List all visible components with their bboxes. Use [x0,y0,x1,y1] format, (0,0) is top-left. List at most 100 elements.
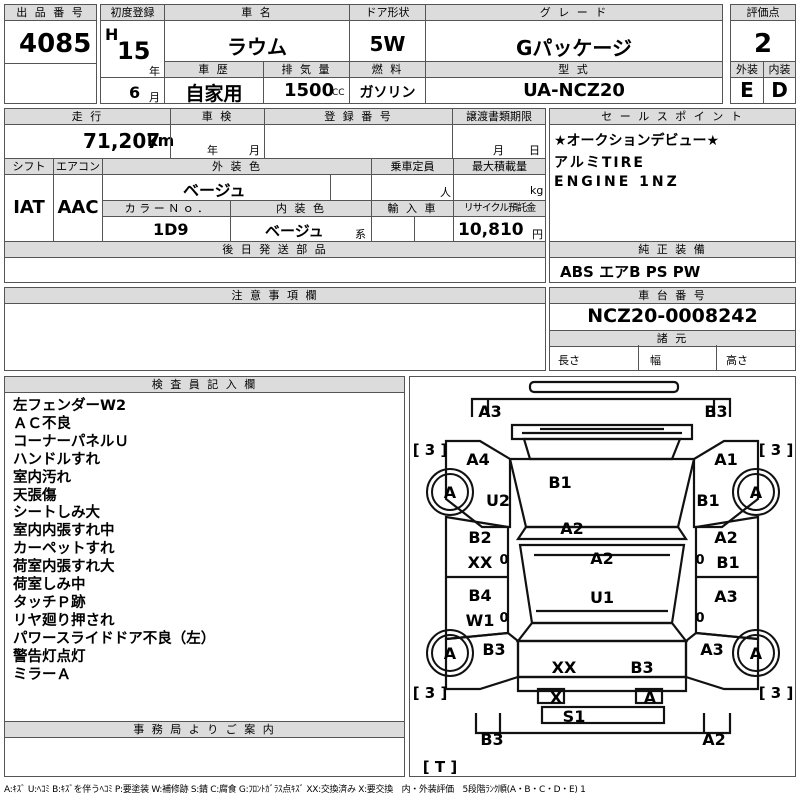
inspector-note: 室内汚れ [13,469,71,486]
lot-number: 4085 [19,29,92,59]
office-label: 事 務 局 よ り ご 案 内 [5,722,404,738]
tread-bracket-fr: [ 3 ] [759,441,794,459]
equipment-label: 純 正 装 備 [550,242,795,258]
inspector-note: タッチＰ跡 [13,594,86,611]
int-box: 内装 D [763,61,796,104]
inspector-note: リヤ廻り押され [13,612,115,629]
damage-mark-x-rear: X [550,688,563,707]
int-color: ベージュ [265,222,324,240]
damage-mark-b1-r2: B1 [716,553,739,572]
damage-mark-b3-rear: B3 [630,658,653,677]
car-name-box: 車 名 ラウム [164,4,350,62]
damage-mark-b4: B4 [468,586,491,605]
width-label: 幅 [650,354,661,367]
door-box: ドア形状 5W [349,4,426,62]
reg-year: 15 [117,37,151,65]
grade-box: グ レ ー ド Gパッケージ [425,4,723,62]
damage-mark-a2-br: A2 [702,730,726,749]
mileage: 71,207 [83,129,161,153]
damage-mark-s1: S1 [563,707,586,726]
car-name: ラウム [227,35,287,59]
damage-mark-b1-r: B1 [696,491,719,510]
inspector-note: カーペットすれ [13,541,115,558]
lot-box: 出 品 番 号 4085 [4,4,97,104]
inspector-label: 検 査 員 記 入 欄 [5,377,404,393]
damage-mark-a3-r2: A3 [700,640,724,659]
score-box: 評価点 2 [730,4,796,62]
dims-label: 諸 元 [550,330,795,347]
grade: Gパッケージ [515,36,633,60]
ext-box: 外装 E [730,61,764,104]
caution-label: 注 意 事 項 欄 [5,288,545,304]
tread-bracket-rr: [ 3 ] [759,684,794,702]
month-unit: 月 [149,91,160,104]
sales-line-2: アルミTIRE [554,155,645,171]
displacement-label: 排 気 量 [264,62,349,78]
damage-mark-zero4: 0 [695,611,704,626]
load-unit: kg [530,184,544,197]
score-label: 評価点 [731,5,795,21]
damage-mark-b2: B2 [468,528,491,547]
damage-mark-b3-tr: B3 [704,402,727,421]
inspector-note: ハンドルすれ [13,451,100,468]
later-parts-label: 後 日 発 送 部 品 [5,242,545,258]
ac-box: エアコン AAC [53,158,103,242]
ext-color-label: 外 装 色 [103,159,371,175]
cc-unit: CC [332,88,345,98]
sales-point-label: セ ー ル ス ポ イ ン ト [550,109,795,125]
ext-grade: E [740,78,754,102]
damage-mark-a3-tl: A3 [478,402,502,421]
trans-month: 月 [493,144,504,157]
model-box: 型 式 UA-NCZ20 [425,61,723,104]
recycle-box: リサイクル預託金 10,810 円 [453,200,546,242]
mileage-label: 走 行 [5,109,170,125]
first-reg-box: 初度登録 H 15 年 6 月 [100,4,165,104]
inspector-note: ミラーＡ [13,666,71,683]
damage-mark-zero2: 0 [695,553,704,568]
inspector-note: 警告灯点灯 [13,648,86,665]
int-grade: D [771,78,788,102]
inspector-note: 荷室しみ中 [13,577,86,593]
damage-mark-tire-fr: A [750,483,763,502]
int-color-label: 内 装 色 [231,201,371,217]
ext-color: ベージュ [183,181,246,200]
lot-label: 出 品 番 号 [5,5,96,21]
ext-color-box: 外 装 色 ベージュ [102,158,372,201]
damage-mark-u2: U2 [486,491,510,510]
inspector-note: 左フェンダーW2 [13,398,127,414]
era: H [105,25,119,44]
inspector-note: 荷室内張すれ大 [13,559,115,576]
legend: A:ｷｽﾞ U:ﾍｺﾐ B:ｷｽﾞを伴うﾍｺﾐ P:要塗装 W:補修跡 S:錆 … [4,785,586,795]
shift-box: シフト IAT [4,158,54,242]
car-name-label: 車 名 [165,5,349,21]
damage-mark-b1-roof: B1 [548,473,571,492]
sales-line-3: ENGINE 1NZ [554,174,680,190]
damage-mark-tire-rl: A [444,644,457,663]
model-label: 型 式 [426,62,722,78]
history-box: 車 歴 自家用 [164,61,264,105]
damage-mark-u1: U1 [590,588,614,607]
plate-box: 登 録 番 号 [264,108,453,159]
trans-day: 日 [529,144,540,157]
grade-label: グ レ ー ド [426,5,722,21]
color-no-label: カ ラ ー Ｎ ｏ ． [103,201,230,217]
transfer-label: 譲渡書類期限 [453,109,545,125]
sales-point-box: セ ー ル ス ポ イ ン ト ★オークションデビュー★ アルミTIRE ENG… [549,108,796,242]
km-unit: km [147,131,175,150]
height-label: 高さ [726,354,748,367]
history: 自家用 [185,83,243,105]
fuel-box: 燃 料 ガソリン [349,61,426,104]
inspection-label: 車 検 [171,109,264,125]
ac: AAC [57,197,99,218]
inspector-note: 天張傷 [13,487,57,504]
damage-mark-tire-fl: A [444,483,457,502]
inspection-box: 車 検 年 月 [170,108,265,159]
chassis-number: NCZ20-0008242 [587,305,758,327]
chassis-label: 車 台 番 号 [550,288,795,304]
displacement-box: 排 気 量 1500 CC [263,61,350,104]
inspector-note: シートしみ大 [13,505,100,522]
model-code: UA-NCZ20 [523,80,625,101]
damage-mark-a4: A4 [466,450,490,469]
